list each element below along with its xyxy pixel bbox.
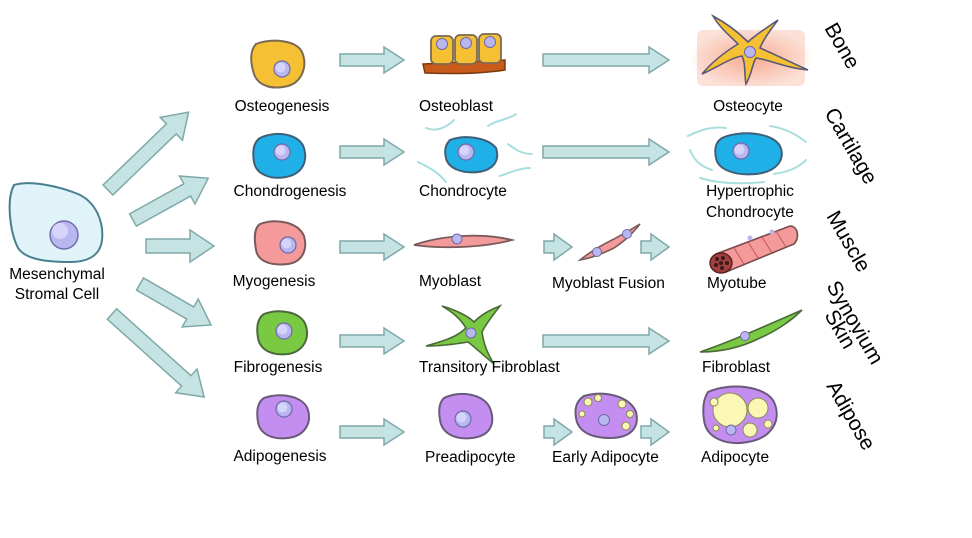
label-myoblast: Myoblast xyxy=(419,273,482,290)
adipocyte-cell xyxy=(702,385,778,444)
transitory-fibroblast-cell xyxy=(425,304,503,365)
myogenesis-cell xyxy=(253,220,307,266)
tissue-muscle: Muscle xyxy=(822,207,875,276)
mesenchymal-stromal-cell xyxy=(8,182,104,264)
label-myoblast-fusion: Myoblast Fusion xyxy=(552,275,665,292)
label-early-adipocyte: Early Adipocyte xyxy=(552,449,659,466)
tissue-adipose: Adipose xyxy=(822,377,880,454)
label-chondrocyte: Chondrocyte xyxy=(419,183,507,200)
source-arrow-adipogenesis xyxy=(106,307,206,398)
label-hypertrophic-line2: Chondrocyte xyxy=(706,204,794,221)
osteogenesis-cell xyxy=(250,39,306,89)
source-arrow-osteogenesis xyxy=(102,111,190,197)
label-adipocyte: Adipocyte xyxy=(701,449,769,466)
myotube-cell xyxy=(709,225,799,274)
label-adipogenesis: Adipogenesis xyxy=(233,448,326,465)
myoblast-fusion-cells xyxy=(577,223,641,262)
label-myogenesis: Myogenesis xyxy=(233,273,316,290)
label-chondrogenesis: Chondrogenesis xyxy=(234,183,347,200)
early-adipocyte-cell xyxy=(574,392,638,440)
row-arrows xyxy=(339,45,671,447)
adipogenesis-cell xyxy=(256,394,310,440)
source-arrow-fibrogenesis xyxy=(135,276,213,328)
label-fibroblast: Fibroblast xyxy=(702,359,771,376)
label-preadipocyte: Preadipocyte xyxy=(425,449,515,466)
source-arrow-myogenesis xyxy=(145,228,216,264)
chondrocyte-cell xyxy=(417,113,533,183)
chondrogenesis-cell xyxy=(252,132,307,179)
fibrogenesis-cell xyxy=(256,310,308,356)
source-arrow-chondrogenesis xyxy=(128,175,210,228)
source-label-line2: Stromal Cell xyxy=(15,286,99,303)
label-fibrogenesis: Fibrogenesis xyxy=(234,359,323,376)
label-osteogenesis: Osteogenesis xyxy=(235,98,330,115)
tissue-bone: Bone xyxy=(820,19,864,73)
myoblast-cell xyxy=(413,233,516,249)
fibroblast-cell xyxy=(699,309,803,353)
osteocyte-cell xyxy=(689,13,813,88)
osteoblast-cells xyxy=(422,33,506,75)
preadipocyte-cell xyxy=(438,392,494,440)
label-transitory-fibroblast: Transitory Fibroblast xyxy=(419,359,560,376)
label-myotube: Myotube xyxy=(707,275,766,292)
label-hypertrophic-line1: Hypertrophic xyxy=(706,183,794,200)
hypertrophic-chondrocyte-cell xyxy=(687,125,807,185)
label-osteocyte: Osteocyte xyxy=(713,98,783,115)
tissue-cartilage: Cartilage xyxy=(820,104,882,188)
label-osteoblast: Osteoblast xyxy=(419,98,494,115)
source-label-line1: Mesenchymal xyxy=(9,266,105,283)
